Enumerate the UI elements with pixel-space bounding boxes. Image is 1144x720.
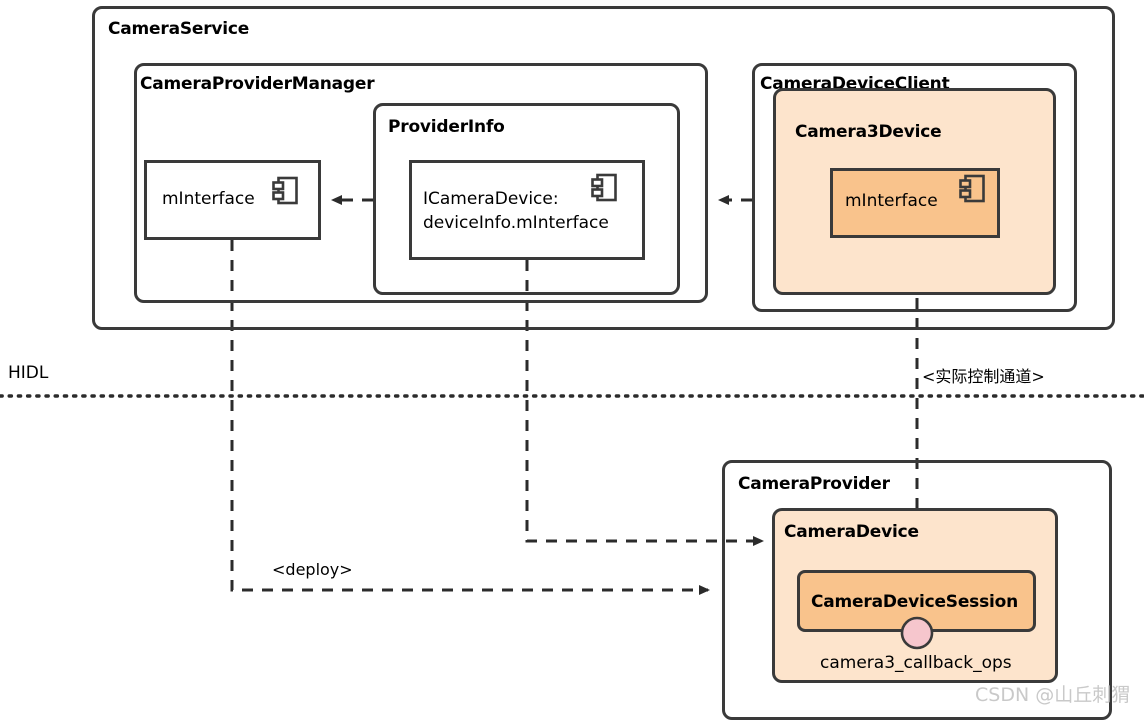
provider-info-interface-line2: deviceInfo.mInterface: [423, 213, 609, 233]
camera3-minterface-label: mInterface: [845, 191, 938, 211]
provider-info-interface-line1: ICameraDevice:: [423, 189, 559, 209]
camera-device-session-box: [797, 570, 1036, 632]
provided-interface-label: camera3_callback_ops: [820, 653, 1012, 673]
providerinfo-to-cameradevice-connector: [525, 260, 764, 546]
camera-provider-manager-container: [134, 63, 708, 303]
deploy-connector: [230, 240, 710, 595]
camera-service-container: [92, 6, 1115, 330]
diagram-canvas: CameraService CameraProviderManager mInt…: [0, 6, 1144, 720]
component-icon: [959, 174, 985, 204]
provider-info-container: [373, 103, 680, 295]
camera3-device-title: Camera3Device: [795, 122, 942, 142]
camera-device-session-title: CameraDeviceSession: [811, 592, 1019, 612]
camera-device-client-container: [752, 63, 1077, 312]
camera-device-title: CameraDevice: [784, 522, 919, 542]
camera-provider-title: CameraProvider: [738, 474, 890, 494]
camera-service-title: CameraService: [108, 19, 250, 39]
deploy-label: <deploy>: [272, 560, 353, 579]
watermark: CSDN @山丘刺猬: [975, 684, 1131, 706]
control-channel-label: <实际控制通道>: [922, 367, 1045, 386]
provided-interface-port: [900, 616, 934, 650]
camera-provider-manager-title: CameraProviderManager: [140, 74, 375, 94]
component-icon: [591, 173, 617, 203]
component-icon: [272, 176, 298, 206]
provider-info-title: ProviderInfo: [388, 117, 505, 137]
cpm-minterface-label: mInterface: [162, 189, 255, 209]
hidl-label: HIDL: [8, 363, 49, 383]
